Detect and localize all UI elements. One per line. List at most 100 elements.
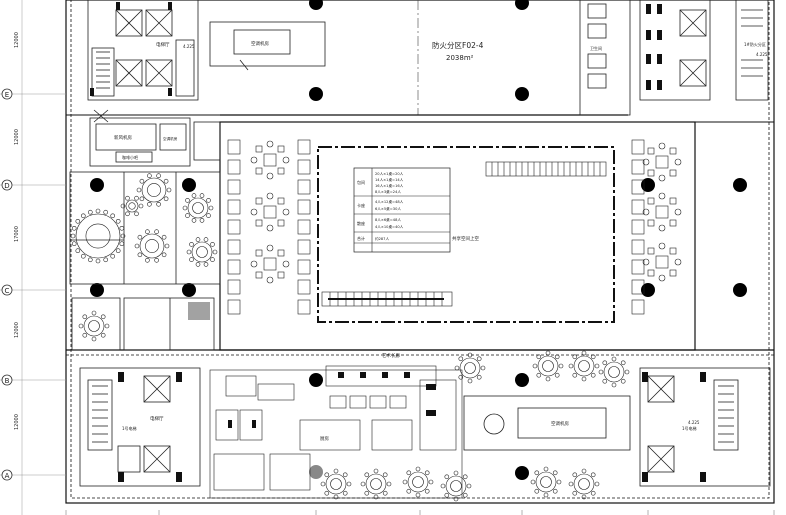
fan-room-left	[89, 109, 191, 167]
seat-table-cell: 4人×10桌=40人	[375, 224, 404, 229]
seat-table-cell: 20人×1桌=20人	[375, 171, 404, 176]
core-upper-right	[579, 0, 769, 116]
grid-letter-a: A	[5, 472, 10, 480]
atrium-label: 共享空间上空	[452, 235, 479, 242]
dim-label: 12000	[14, 32, 20, 48]
bench-seat	[227, 259, 241, 275]
room-label: 空调机房	[163, 136, 178, 141]
bench-seat	[631, 159, 645, 175]
seat-table-cell: 合计	[357, 235, 365, 241]
central-atrium	[219, 121, 696, 351]
kitchen	[209, 365, 463, 499]
bench-seat	[631, 139, 645, 155]
bench-seat	[297, 139, 311, 155]
grid-axis: E D C B A 12000 12000 17000 12000 12000	[0, 0, 66, 515]
round-tables	[70, 173, 630, 502]
round-table	[136, 173, 172, 207]
round-table	[70, 208, 126, 264]
grid-letter-e: E	[5, 91, 9, 99]
booth-cluster	[642, 242, 682, 282]
round-table	[78, 310, 110, 342]
round-table	[598, 356, 630, 388]
round-table	[320, 468, 352, 500]
bench-seat	[631, 279, 645, 295]
dim-label: 12000	[14, 129, 20, 145]
bench-seat	[631, 199, 645, 215]
bench-seat	[227, 199, 241, 215]
bench-seat	[631, 219, 645, 235]
bench-seat	[297, 199, 311, 215]
seat-table-cell: 8人×6桌=48人	[375, 217, 401, 222]
core-bottom-right	[639, 367, 771, 487]
bench-seat	[297, 219, 311, 235]
room-label: 新风机房	[114, 134, 132, 141]
zone-label: 防火分区F02-4	[432, 40, 484, 50]
round-table	[532, 350, 564, 382]
dim-label: 12000	[14, 322, 20, 338]
seat-table-cell: 6人×5桌=30人	[375, 206, 401, 211]
bench-seat	[227, 299, 241, 315]
booth-cluster	[642, 142, 682, 182]
seat-table-cell: 包间	[357, 179, 365, 185]
room-label: 卫生间	[590, 45, 602, 51]
booth-cluster	[250, 140, 290, 180]
zone-area: 2038m²	[446, 54, 474, 62]
bench-seat	[227, 219, 241, 235]
round-table	[440, 470, 472, 502]
level-mark: 4.225	[183, 44, 195, 49]
round-table	[182, 193, 214, 223]
ac-room-top	[209, 21, 326, 71]
room-label: 厨房	[320, 435, 329, 442]
round-table	[530, 466, 562, 498]
bench-seat	[297, 259, 311, 275]
booth-seating	[227, 139, 682, 315]
round-table	[134, 229, 170, 263]
bench-seat	[631, 259, 645, 275]
round-table	[402, 466, 434, 498]
room-label: 空调机房	[251, 40, 269, 47]
bench-seat	[631, 239, 645, 255]
core-upper-left	[87, 0, 199, 101]
room-label: 1#防火分区	[744, 41, 766, 47]
grid-letter-d: D	[4, 182, 9, 190]
round-table	[360, 468, 392, 500]
private-rooms-left	[69, 121, 221, 351]
seat-table-cell: 散座	[357, 220, 365, 226]
level-mark: 4.225	[688, 420, 700, 425]
round-table	[568, 350, 600, 382]
room-label: 1号电梯	[122, 425, 137, 431]
seat-table-cell: 约287人	[375, 236, 389, 241]
seat-table-cell: 16人×1桌=16人	[375, 183, 404, 188]
booth-cluster	[642, 192, 682, 232]
room-label: 空调机房	[551, 420, 569, 427]
round-table	[186, 237, 218, 267]
bench-seat	[297, 159, 311, 175]
booth-cluster	[250, 244, 290, 284]
bench-seat	[297, 299, 311, 315]
bench-seat	[227, 279, 241, 295]
room-label: 1号电梯	[682, 425, 697, 431]
art-corridor-label: 艺术长廊	[382, 352, 400, 359]
room-label: 电梯厅	[156, 41, 170, 48]
dim-label: 17000	[14, 226, 20, 242]
ac-room-bottom	[463, 395, 631, 451]
dim-label: 12000	[14, 414, 20, 430]
bottom-ticks	[65, 510, 775, 515]
core-bottom-left	[79, 367, 201, 487]
seat-table-cell: 卡座	[357, 202, 365, 208]
round-table	[120, 195, 144, 217]
room-label: 电梯厅	[150, 415, 164, 422]
bench-seat	[227, 179, 241, 195]
seat-table-cell: 4人×12桌=48人	[375, 199, 404, 204]
bench-seat	[227, 239, 241, 255]
bench-seat	[297, 239, 311, 255]
round-table	[568, 468, 600, 500]
seat-table-cell: 14人×1桌=14人	[375, 177, 404, 182]
bench-seat	[297, 179, 311, 195]
bench-seat	[227, 159, 241, 175]
booth-cluster	[250, 192, 290, 232]
grid-letter-c: C	[5, 287, 10, 295]
bench-seat	[297, 279, 311, 295]
